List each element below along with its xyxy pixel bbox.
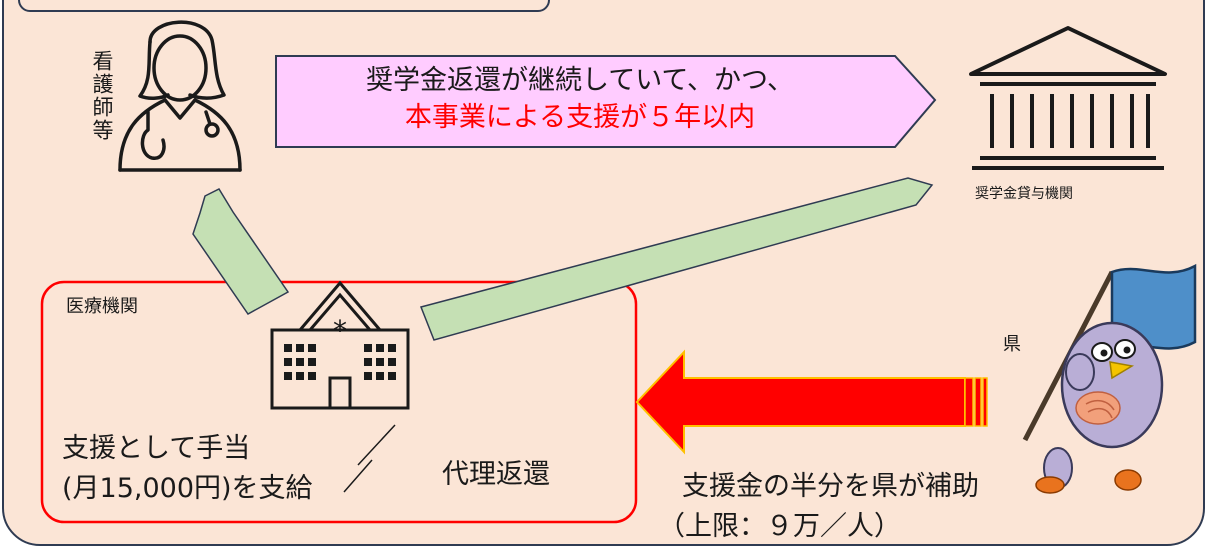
- allowance-text-line-2: (月15,000円)を支給: [62, 473, 313, 504]
- nurse-icon: [118, 20, 242, 172]
- prefecture-label: 県: [1003, 334, 1021, 355]
- bank-building-icon: [969, 26, 1167, 170]
- red-subsidy-arrow: [635, 349, 988, 455]
- lender-label: 奨学金貸与機関: [975, 186, 1073, 202]
- proxy-repayment-text: 代理返還: [442, 459, 550, 490]
- svg-text:*: *: [333, 314, 347, 347]
- hospital-label: 医療機関: [66, 296, 138, 317]
- hospital-icon: *: [270, 280, 410, 410]
- nurse-label: 看護師等: [90, 50, 114, 142]
- green-arrow-to-nurse: [192, 188, 290, 315]
- subsidy-text-line-1: 支援金の半分を県が補助: [682, 471, 979, 502]
- condition-banner-text: 奨学金返還が継続していて、かつ、 本事業による支援が５年以内: [300, 62, 860, 136]
- bird-mascot-with-flag: [1022, 263, 1197, 494]
- divider-slash-2: [343, 459, 373, 493]
- divider-slash-1: [357, 424, 396, 466]
- allowance-text-line-1: 支援として手当: [62, 433, 251, 464]
- banner-line-1: 奨学金返還が継続していて、かつ、: [366, 65, 794, 96]
- hospital-windows: [284, 344, 396, 380]
- condition-banner-arrow: [275, 55, 937, 148]
- banner-line-2: 本事業による支援が５年以内: [404, 102, 756, 133]
- subsidy-text-line-2: （上限：９万／人）: [658, 511, 901, 542]
- green-arrow-to-lender: [419, 177, 934, 341]
